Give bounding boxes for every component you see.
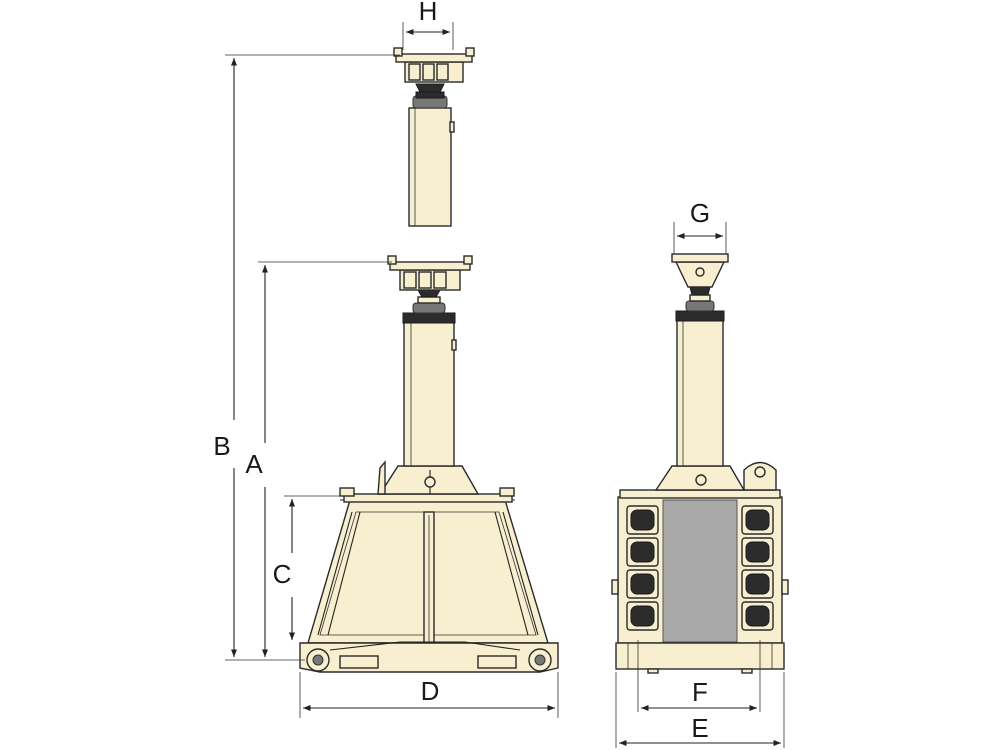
dimension-label-e: E <box>691 713 708 743</box>
dimension-label-a: A <box>245 449 263 479</box>
dimension-label-f: F <box>692 677 708 707</box>
side-view <box>299 47 559 673</box>
dimension-label-c: C <box>273 559 292 589</box>
front-view <box>611 253 789 674</box>
dimension-label-d: D <box>421 676 440 706</box>
dimension-label-h: H <box>419 0 438 26</box>
dimension-label-b: B <box>213 431 230 461</box>
dimension-lines <box>225 22 785 748</box>
dimension-label-g: G <box>690 198 710 228</box>
